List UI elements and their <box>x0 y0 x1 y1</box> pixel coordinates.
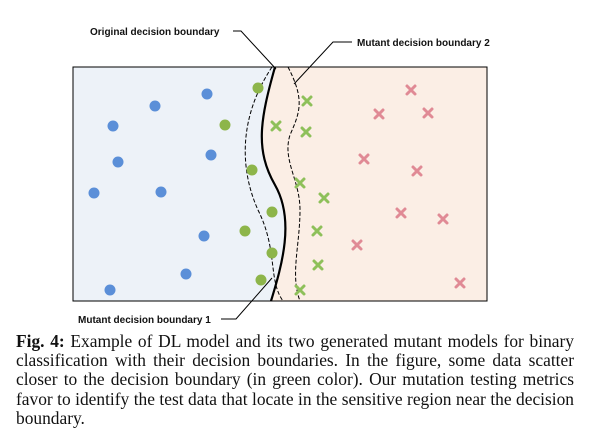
green-cross <box>270 120 282 132</box>
red-cross <box>373 108 385 120</box>
mutant1-boundary-callout: Mutant decision boundary 1 <box>78 315 211 326</box>
caption-text: Example of DL model and its two generate… <box>16 331 574 428</box>
mutant2-callout-leader <box>293 41 352 85</box>
green-point <box>255 274 267 286</box>
red-cross <box>395 207 407 219</box>
blue-point <box>198 230 210 242</box>
callout-leaders <box>221 30 352 320</box>
green-point <box>266 247 278 259</box>
green-points <box>239 82 278 286</box>
figure-label: Fig. 4: <box>16 331 65 351</box>
blue-point <box>201 88 213 100</box>
green-point <box>266 206 278 218</box>
green-cross <box>311 225 323 237</box>
mutant2-boundary-callout: Mutant decision boundary 2 <box>357 38 490 49</box>
original-boundary-callout: Original decision boundary <box>90 27 220 38</box>
mutant-decision-boundary-2 <box>287 66 301 302</box>
blue-points <box>88 88 231 296</box>
red-cross <box>411 165 423 177</box>
red-cross <box>437 213 449 225</box>
mutant1-callout-leader <box>221 277 273 320</box>
original-decision-boundary <box>260 66 287 302</box>
green-crosses <box>270 95 330 296</box>
blue-point <box>149 100 161 112</box>
green-point <box>239 225 251 237</box>
blue-point <box>219 119 231 131</box>
green-point <box>246 164 258 176</box>
green-cross <box>318 192 330 204</box>
original-callout-leader <box>233 30 277 70</box>
plot-border <box>72 66 488 302</box>
red-cross <box>405 84 417 96</box>
blue-point <box>112 156 124 168</box>
blue-point <box>88 187 100 199</box>
red-cross <box>422 107 434 119</box>
mutant-decision-boundary-1 <box>244 66 284 302</box>
green-cross <box>301 95 313 107</box>
blue-point <box>155 186 167 198</box>
green-point <box>252 82 264 94</box>
green-cross <box>300 126 312 138</box>
class-a-region <box>73 67 286 301</box>
blue-point <box>180 268 192 280</box>
red-crosses <box>351 84 466 289</box>
red-cross <box>351 239 363 251</box>
figure-caption: Fig. 4: Example of DL model and its two … <box>16 331 574 428</box>
red-cross <box>358 153 370 165</box>
green-cross <box>294 177 306 189</box>
blue-point <box>205 149 217 161</box>
blue-point <box>104 284 116 296</box>
red-cross <box>454 277 466 289</box>
blue-point <box>107 120 119 132</box>
green-cross <box>312 259 324 271</box>
